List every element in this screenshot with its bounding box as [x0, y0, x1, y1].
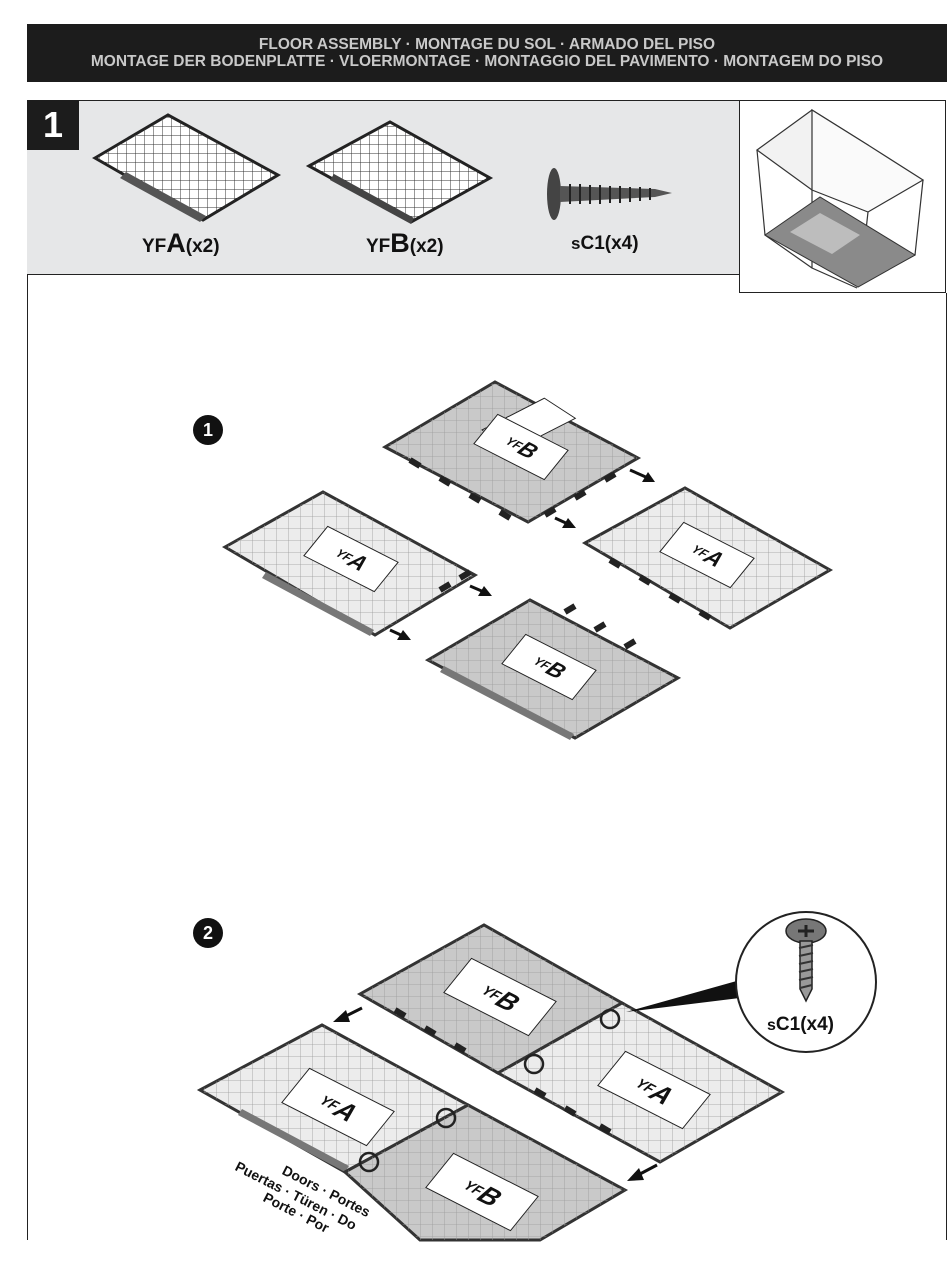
direction-arrows-2 — [333, 1006, 658, 1181]
floor-part-a-icon — [92, 113, 282, 222]
direction-arrows-1 — [389, 468, 655, 640]
page-header: FLOOR ASSEMBLY · MONTAGE DU SOL · ARMADO… — [27, 24, 947, 82]
part-label-b: YFB(x2) — [366, 228, 444, 258]
screw-icon — [547, 168, 672, 220]
substep-2-marker: 2 — [193, 918, 223, 948]
substep-1-marker: 1 — [193, 415, 223, 445]
step-number: 1 — [27, 100, 79, 150]
left-border — [27, 100, 28, 1240]
header-line-2: MONTAGE DER BODENPLATTE · VLOERMONTAGE ·… — [90, 53, 884, 70]
part-label-a: YFA(x2) — [142, 228, 220, 258]
right-border — [946, 293, 947, 1240]
screw-position-markers — [358, 1008, 621, 1173]
header-line-1: FLOOR ASSEMBLY · MONTAGE DU SOL · ARMADO… — [258, 36, 716, 53]
floor-part-b-icon — [305, 120, 494, 224]
screw-callout-label: sC1(x4) — [767, 1014, 834, 1035]
screw-callout — [626, 911, 877, 1053]
part-label-c1: sC1(x4) — [571, 233, 639, 254]
